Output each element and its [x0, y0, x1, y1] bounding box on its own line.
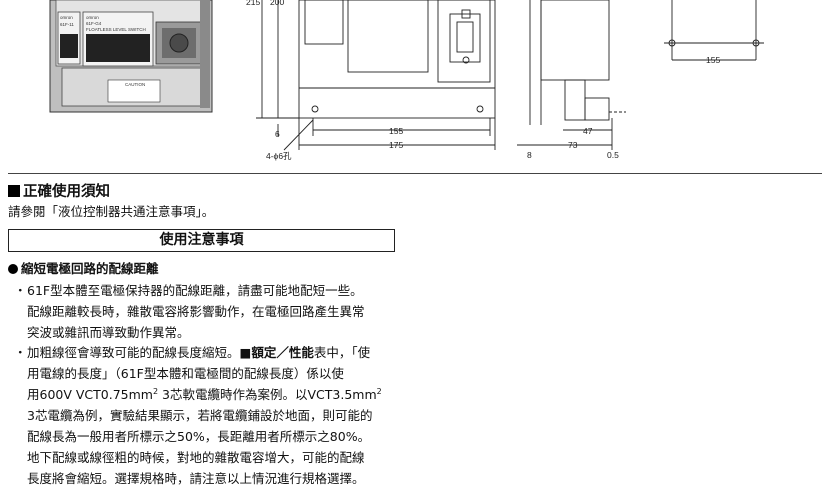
dim-8: 8: [527, 150, 532, 160]
dim-0-5: 0.5: [607, 150, 619, 160]
device-brand-right: omron: [86, 15, 99, 20]
paragraph-line: 配線距離較長時，雜散電容將影響動作，在電極回路產生異常: [27, 304, 365, 319]
device-subtitle: FLOATLESS LEVEL SWITCH: [86, 27, 146, 32]
dim-200: 200: [270, 0, 284, 7]
dim-155-right: 155: [706, 55, 720, 65]
superscript: 2: [152, 387, 159, 396]
text-run: 加粗線徑會導致可能的配線長度縮短。: [27, 345, 240, 360]
side-view-drawing: [517, 0, 626, 150]
dim-holes: 4-ϕ6孔: [266, 151, 292, 161]
list-item-mark: ・: [14, 345, 27, 360]
superscript: 2: [376, 387, 382, 396]
reference-note: 請參閱「液位控制器共通注意事項」。: [8, 204, 215, 219]
device-caution-label: CAUTION: [125, 82, 145, 87]
text-run: 用600V VCT0.75mm: [27, 387, 153, 402]
section-title: 正確使用須知: [8, 182, 110, 202]
paragraph-line: 長度將會縮短。選擇規格時，請注意以上情況進行規格選擇。: [27, 471, 365, 486]
dim-6: 6: [275, 129, 280, 139]
list-item-mark: ・: [14, 283, 27, 298]
list-item: ・ 61F型本體至電極保持器的配線距離，請盡可能地配短一些。 配線距離較長時，雜…: [14, 280, 365, 343]
paragraph-line: 突波或雜訊而導致動作異常。: [27, 325, 190, 340]
paragraph-line: 用600V VCT0.75mm2 3芯軟電纜時作為案例。以VCT3.5mm2: [27, 384, 382, 405]
dimension-drawing-area: omron 61F-11 omron 61F-G4 FLOATLESS LEVE…: [0, 0, 830, 172]
paragraph-line: 61F型本體至電極保持器的配線距離，請盡可能地配短一些。: [27, 283, 363, 298]
dimension-drawings: omron 61F-11 omron 61F-G4 FLOATLESS LEVE…: [49, 0, 764, 161]
text-run: 表中，「使: [313, 345, 371, 360]
dim-47: 47: [583, 126, 593, 136]
square-bullet-icon: [8, 185, 20, 197]
spec-table-reference: ■額定／性能: [239, 345, 314, 360]
list-item: ・ 加粗線徑會導致可能的配線長度縮短。■額定／性能表中，「使 用電線的長度」（6…: [14, 342, 382, 489]
mounting-hole-drawing: [664, 0, 764, 61]
section-divider: [8, 173, 822, 174]
paragraph-line: 3芯電纜為例，實驗結果顯示，若將電纜鋪設於地面，則可能的: [27, 408, 373, 423]
device-brand: omron: [60, 15, 73, 20]
section-title-text: 正確使用須知: [23, 184, 110, 200]
text-run: 3芯軟電纜時作為案例。以VCT3.5mm: [158, 387, 377, 402]
device-model-right: 61F-G4: [86, 21, 102, 26]
bullet-heading: 縮短電極回路的配線距離: [8, 260, 159, 278]
dim-155-front: 155: [389, 126, 403, 136]
paragraph-line: 配線長為一般用者所標示之50%，長距離用者所標示之80%。: [27, 429, 371, 444]
paragraph-line: 地下配線或線徑粗的時候，對地的雜散電容增大，可能的配線: [27, 450, 365, 465]
bullet-heading-text: 縮短電極回路的配線距離: [21, 261, 159, 276]
dim-175: 175: [389, 140, 403, 150]
front-view-drawing: [256, 0, 496, 151]
caution-box-title: 使用注意事項: [8, 229, 395, 252]
device-model-left: 61F-11: [60, 22, 74, 27]
paragraph-line: 用電線的長度」（61F型本體和電極間的配線長度）係以使: [27, 366, 344, 381]
dim-215: 215: [246, 0, 260, 7]
circle-bullet-icon: [8, 264, 18, 274]
dim-73: 73: [568, 140, 578, 150]
product-photo: omron 61F-11 omron 61F-G4 FLOATLESS LEVE…: [49, 0, 213, 113]
paragraph-line: 加粗線徑會導致可能的配線長度縮短。■額定／性能表中，「使: [27, 342, 382, 363]
